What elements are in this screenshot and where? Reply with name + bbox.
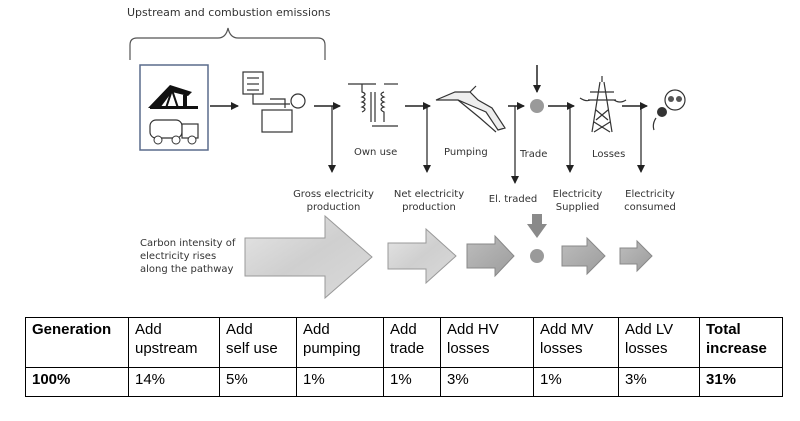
consumer-plug-icon: [652, 89, 686, 131]
output-label-line: Supplied: [555, 202, 600, 213]
upstream-emissions-label: Upstream and combustion emissions: [127, 6, 331, 19]
carbon-intensity-note: Carbon intensity of electricity rises al…: [140, 237, 235, 276]
header-line: Generation: [32, 321, 112, 338]
output-label-line: Electricity: [552, 189, 603, 200]
output-label-line: consumed: [624, 202, 676, 213]
header-line: losses: [625, 340, 668, 357]
output-label-net-production: Net electricity production: [384, 188, 474, 214]
header-line: Add LV: [625, 321, 674, 338]
header-line: losses: [447, 340, 490, 357]
stage-label-losses: Losses: [592, 149, 626, 160]
header-cell-lv-losses: Add LV losses: [618, 317, 700, 368]
intensity-arrow-gross: [244, 214, 373, 300]
header-line: pumping: [303, 340, 361, 357]
header-cell-mv-losses: Add MV losses: [533, 317, 619, 368]
header-cell-self-use: Add self use: [219, 317, 297, 368]
stage-label-trade: Trade: [520, 149, 548, 160]
header-cell-pumping: Add pumping: [296, 317, 384, 368]
electricity-pathway-diagram: [129, 27, 686, 300]
header-cell-total-increase: Total increase: [699, 317, 783, 368]
header-line: increase: [706, 340, 767, 357]
header-line: upstream: [135, 340, 198, 357]
output-label-consumed: Electricity consumed: [610, 188, 690, 214]
value-cell: 31%: [699, 367, 783, 397]
pumped-storage-dam-icon: [435, 85, 506, 133]
upstream-bracket: [129, 27, 326, 60]
value-cell: 1%: [296, 367, 384, 397]
value-cell: 1%: [383, 367, 441, 397]
table-row: 100% 14% 5% 1% 1% 3% 1% 3% 31%: [25, 367, 783, 397]
table-header-row: Generation Add upstream Add self use Add pu…: [25, 317, 783, 368]
output-label-line: Gross electricity: [293, 189, 374, 200]
header-line: Add: [303, 321, 330, 338]
header-cell-hv-losses: Add HV losses: [440, 317, 534, 368]
note-line: along the pathway: [140, 264, 234, 275]
output-label-line: production: [402, 202, 456, 213]
note-line: electricity rises: [140, 251, 217, 262]
intensity-arrow-consumed: [619, 239, 653, 273]
stage-label-own-use: Own use: [354, 147, 398, 158]
note-line: Carbon intensity of: [140, 238, 236, 249]
header-line: Add: [226, 321, 253, 338]
value-cell: 5%: [219, 367, 297, 397]
oil-pump-and-tanker-icon: [139, 64, 209, 151]
value-cell: 14%: [128, 367, 220, 397]
stage-label-pumping: Pumping: [444, 147, 488, 158]
intensity-arrow-net: [387, 227, 457, 285]
value-cell: 100%: [25, 367, 129, 397]
trade-node-icon: [530, 65, 544, 113]
header-cell-upstream: Add upstream: [128, 317, 220, 368]
header-line: Add: [135, 321, 162, 338]
output-label-line: El. traded: [488, 194, 538, 205]
value-cell: 3%: [440, 367, 534, 397]
header-line: Add: [390, 321, 417, 338]
header-line: Total: [706, 321, 741, 338]
output-label-el-traded: El. traded: [474, 193, 552, 206]
intensity-arrow-traded-in: [466, 234, 515, 278]
intensity-arrow-supplied: [561, 236, 606, 276]
power-plant-icon: [242, 71, 306, 133]
output-label-line: Electricity: [625, 189, 675, 200]
output-label-line: Net electricity: [393, 189, 465, 200]
intensity-trade-node: [530, 249, 544, 263]
header-line: self use: [226, 340, 278, 357]
output-label-supplied: Electricity Supplied: [540, 188, 615, 214]
header-line: Add HV: [447, 321, 499, 338]
header-line: losses: [540, 340, 583, 357]
value-cell: 3%: [618, 367, 700, 397]
output-label-gross-production: Gross electricity production: [281, 188, 386, 214]
intensity-down-arrow: [527, 214, 547, 238]
header-line: Add MV: [540, 321, 594, 338]
transformer-icon: [348, 83, 398, 127]
output-label-line: production: [306, 202, 361, 213]
value-cell: 1%: [533, 367, 619, 397]
header-cell-generation: Generation: [25, 317, 129, 368]
header-cell-trade: Add trade: [383, 317, 441, 368]
emissions-increase-table: Generation Add upstream Add self use Add pu…: [25, 317, 783, 397]
transmission-pylon-icon: [579, 76, 627, 133]
header-line: trade: [390, 340, 425, 357]
